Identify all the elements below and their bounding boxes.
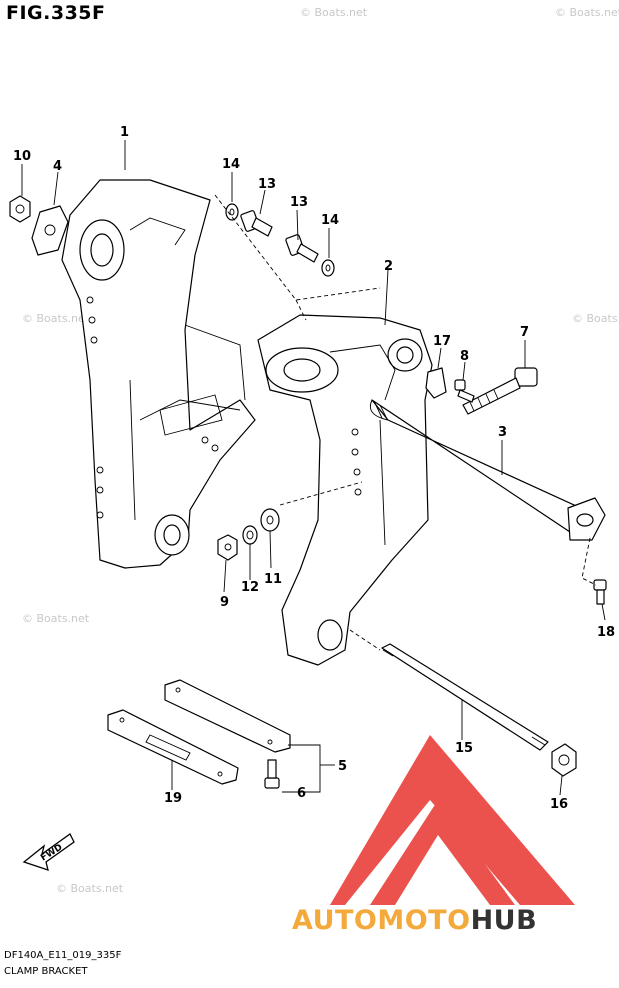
callout-label: 15 [455, 741, 473, 756]
screw-8 [454, 379, 475, 403]
watermark: © Boats.net [56, 882, 124, 895]
clip-17 [425, 367, 447, 399]
bolt-13-upper [240, 210, 273, 237]
callout-label: 17 [433, 334, 451, 349]
lower-rod [381, 643, 549, 751]
callout-label: 19 [164, 791, 182, 806]
washer-12 [242, 525, 258, 545]
washer-11 [260, 508, 280, 532]
watermark: © Boats.net [572, 312, 619, 325]
right-clamp-bracket [257, 314, 433, 666]
diagram-name: CLAMP BRACKET [4, 966, 88, 977]
callout-label: 18 [597, 625, 615, 640]
brand-wordmark-secondary: HUB [470, 905, 538, 936]
callout-label: 7 [520, 325, 529, 340]
fwd-arrow-icon: FWD [22, 833, 75, 871]
fwd-label: FWD [39, 843, 64, 864]
watermark: © Boats.net [555, 6, 619, 19]
callout-label: 9 [220, 595, 229, 610]
brand-logo-triangle [330, 735, 575, 905]
callout-label: 5 [338, 759, 347, 774]
tilt-tube [369, 399, 606, 541]
bolt-18 [593, 579, 607, 605]
callout-label: 1 [120, 125, 129, 140]
figure-title: FIG.335F [6, 2, 106, 24]
callout-label: 12 [241, 580, 259, 595]
callout-label: 10 [13, 149, 31, 164]
callout-label: 8 [460, 349, 469, 364]
gasket-4 [31, 205, 69, 256]
bolt-13-lower [285, 234, 319, 263]
leader-lines [21, 140, 606, 796]
callout-label: 13 [290, 195, 308, 210]
watermark: © Boats.net [22, 612, 90, 625]
watermark: © Boats.net [22, 312, 90, 325]
callout-label: 3 [498, 425, 507, 440]
callout-label: 14 [222, 157, 240, 172]
nut-16 [551, 743, 577, 777]
callout-label: 16 [550, 797, 568, 812]
callout-label: 14 [321, 213, 339, 228]
diagram-code: DF140A_E11_019_335F [4, 950, 122, 961]
bolt-7 [462, 367, 538, 415]
left-clamp-bracket [61, 179, 256, 569]
washer-14-upper [225, 203, 239, 221]
nut-9 [217, 534, 238, 561]
plate-upper [164, 679, 291, 753]
bolt-6 [264, 759, 280, 789]
washer-14-lower [321, 259, 335, 277]
nut-10 [9, 195, 31, 223]
callout-label: 13 [258, 177, 276, 192]
callout-label: 6 [297, 786, 306, 801]
plate-lower [107, 709, 239, 785]
callout-label: 11 [264, 572, 282, 587]
watermark: © Boats.net [300, 6, 368, 19]
brand-wordmark: AUTOMOTOHUB [292, 905, 537, 936]
callout-label: 2 [384, 259, 393, 274]
brand-wordmark-primary: AUTOMOTO [292, 905, 471, 936]
callout-label: 4 [53, 159, 62, 174]
